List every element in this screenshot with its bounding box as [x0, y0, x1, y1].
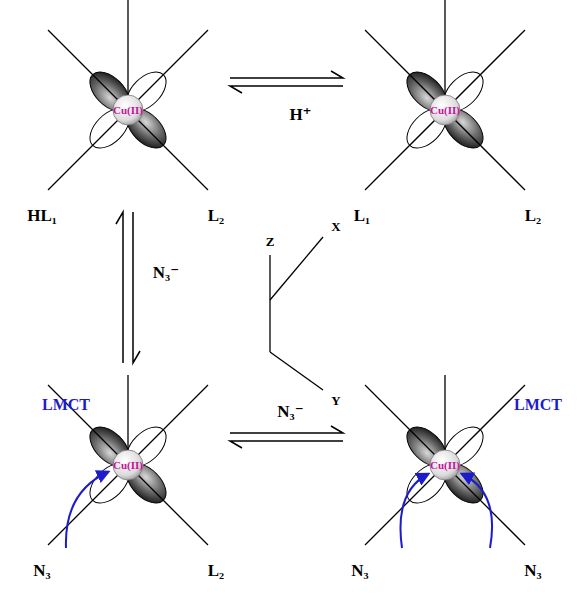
axis-label: X — [331, 220, 340, 233]
copper-complex — [48, 0, 208, 190]
ligand-label: L₂ — [208, 207, 224, 224]
reagent-label: H⁺ — [289, 106, 311, 123]
ligand-bond — [127, 0, 128, 110]
ligand-label: N₃ — [33, 562, 50, 579]
copper-atom — [430, 95, 460, 125]
half-arrow — [230, 426, 343, 433]
axis-label: Y — [331, 394, 340, 407]
ligand-label: L₂ — [208, 562, 224, 579]
reagent-label: N₃⁻ — [277, 403, 303, 420]
lmct-arrow — [462, 474, 492, 548]
ligand-label: N₃ — [351, 562, 368, 579]
ligand-label: L₁ — [354, 207, 370, 224]
equilibrium-arrow — [230, 426, 343, 448]
axis-line — [269, 255, 270, 352]
reagent-label: N₃⁻ — [153, 263, 179, 280]
half-arrow — [230, 441, 343, 448]
copper-center: Cu(II) — [357, 22, 533, 198]
ligand-label: N₃ — [524, 562, 541, 579]
equilibrium-arrow — [116, 212, 140, 363]
half-arrow — [133, 212, 140, 363]
axis-line — [270, 237, 323, 300]
metal-label: Cu(II) — [430, 105, 460, 116]
half-arrow — [230, 71, 343, 78]
lmct-label: LMCT — [514, 397, 562, 413]
ligand-label: L₂ — [525, 207, 541, 224]
axis-line — [270, 352, 323, 390]
half-arrow — [116, 212, 123, 363]
copper-atom — [113, 95, 143, 125]
copper-complex — [365, 0, 525, 190]
copper-center: Cu(II) — [357, 377, 533, 553]
copper-atom — [113, 450, 143, 480]
metal-label: Cu(II) — [113, 460, 143, 471]
lmct-label: LMCT — [42, 397, 90, 413]
half-arrow — [230, 86, 343, 93]
lmct-arrow — [400, 474, 428, 548]
equilibrium-arrow — [230, 71, 343, 93]
lmct-arrow — [66, 472, 108, 548]
ligand-bond — [444, 0, 445, 110]
axis-label: Z — [266, 235, 275, 248]
ligand-label: HL₁ — [27, 207, 57, 224]
metal-label: Cu(II) — [113, 105, 143, 116]
metal-label: Cu(II) — [430, 460, 460, 471]
copper-atom — [430, 450, 460, 480]
copper-center: Cu(II) — [40, 22, 216, 198]
copper-complex — [365, 375, 525, 545]
